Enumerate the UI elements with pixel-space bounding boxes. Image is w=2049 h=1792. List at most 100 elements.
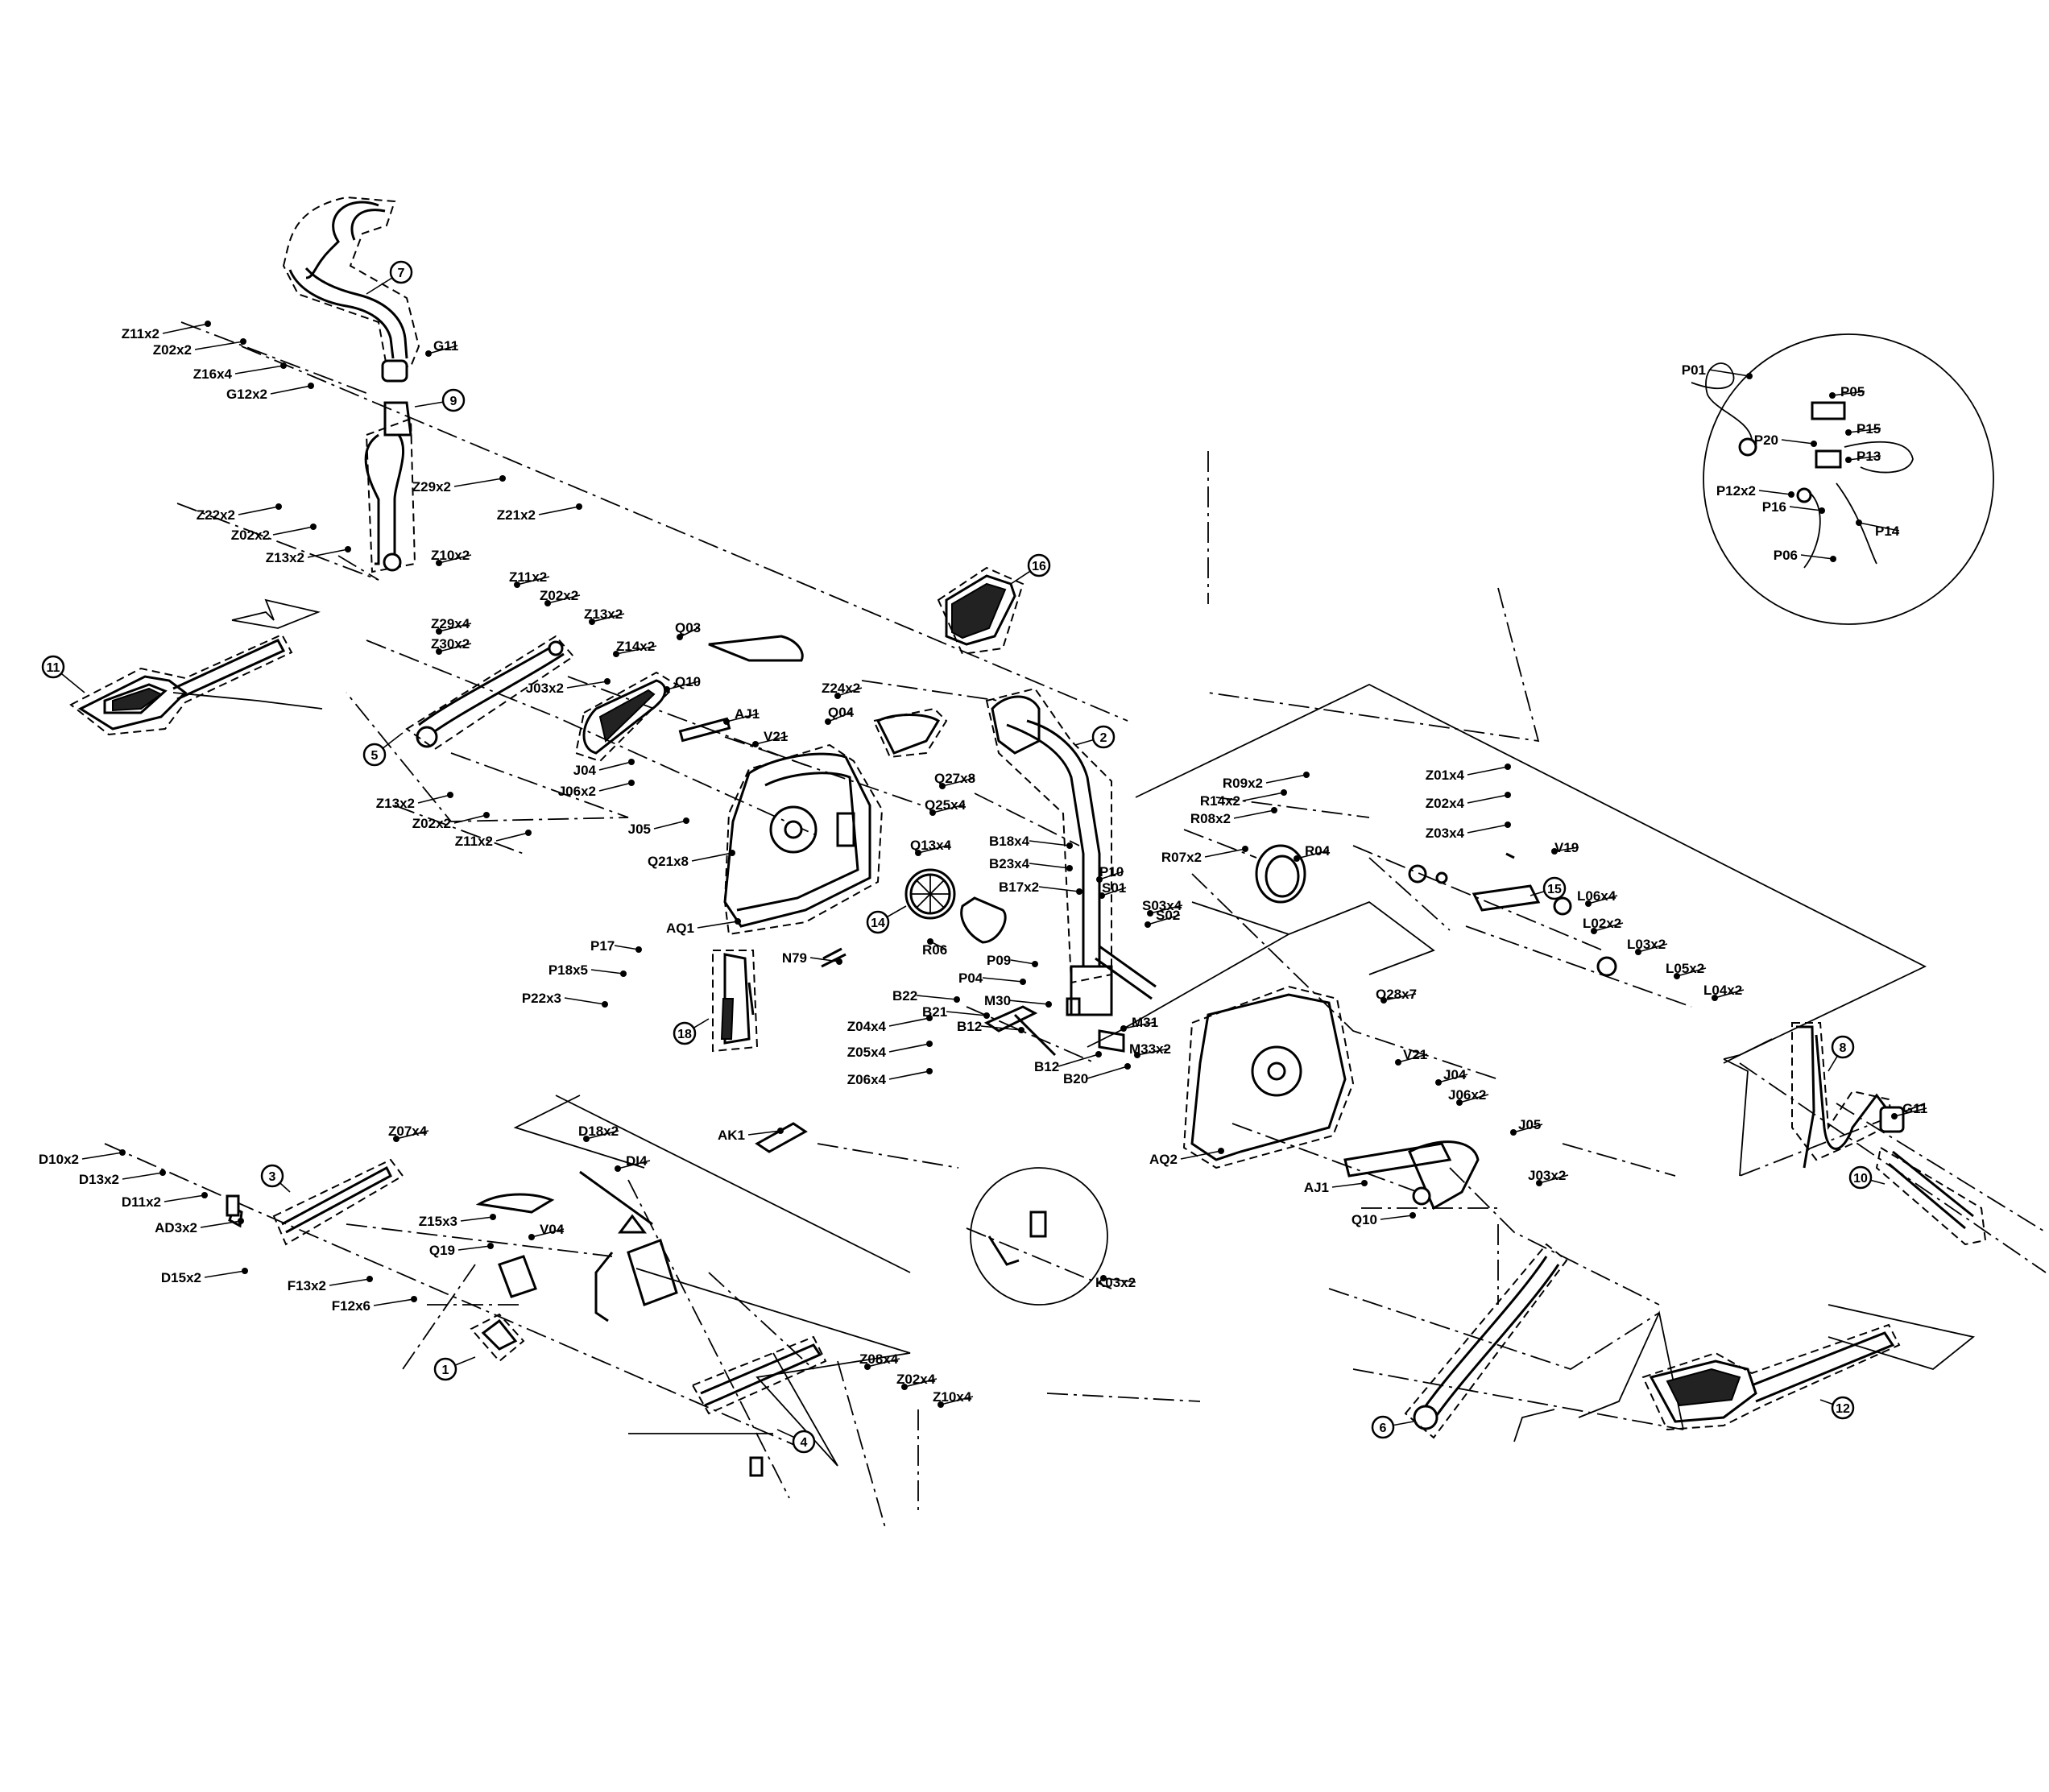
part-code: M31: [1132, 1015, 1158, 1030]
part-label: J04: [573, 759, 635, 778]
part-code: P04: [958, 970, 983, 986]
fastener-dot: [735, 918, 741, 925]
fastener-dot: [983, 1012, 990, 1019]
part-code: S01: [1102, 880, 1126, 896]
leader-line: [1029, 863, 1070, 869]
part-label: P22x3: [522, 991, 608, 1008]
part-label: Z01x4: [1426, 764, 1511, 783]
part-label: Z13x2: [584, 606, 625, 625]
leader-line: [453, 814, 487, 824]
part-label: Z16x4: [193, 362, 287, 382]
part-label: Z02x2: [540, 588, 581, 606]
callout-1: 1: [433, 1356, 476, 1381]
part-code: Z10x4: [933, 1389, 972, 1405]
part-label: Z03x4: [1426, 822, 1511, 841]
leader-line: [1467, 766, 1509, 776]
part-label: Z02x2: [231, 524, 317, 543]
callout-number: 5: [371, 749, 379, 763]
part-label: N79: [782, 950, 842, 966]
part-label: AQ1: [666, 918, 741, 936]
part-code: Z02x4: [1426, 796, 1465, 811]
part-code: S03x4: [1142, 898, 1182, 913]
part-label: P01: [1682, 362, 1753, 379]
fastener-dot: [411, 1296, 417, 1302]
leader-line: [942, 777, 975, 787]
callout-number: 15: [1547, 883, 1562, 896]
fastener-dot: [1845, 457, 1852, 463]
leader-line: [1467, 824, 1509, 834]
part-code: Z29x2: [412, 479, 451, 495]
shafts-and-pins: [579, 947, 1125, 1234]
leader-line: [697, 921, 739, 929]
leader-line: [272, 526, 314, 536]
part-label: J06x2: [558, 780, 635, 799]
callout-circle: [260, 1164, 284, 1188]
part-label: F12x6: [332, 1296, 417, 1314]
fastener-dot: [1134, 1052, 1140, 1058]
part-code: P18x5: [548, 962, 588, 978]
fastener-dot: [1018, 1027, 1024, 1033]
leader-line: [395, 1130, 429, 1140]
fastener-dot: [483, 812, 490, 818]
leader-line: [837, 687, 863, 697]
fastener-dot: [275, 503, 282, 510]
part-label: Z02x2: [412, 812, 490, 831]
part-code: Z15x3: [419, 1214, 457, 1229]
part-code: Z05x4: [847, 1045, 887, 1060]
leader-line: [547, 594, 581, 604]
part-label: Q04: [825, 705, 855, 725]
leader-line: [373, 1298, 415, 1306]
part-code: D11x2: [122, 1194, 161, 1210]
fastener-dot: [929, 809, 936, 816]
part-code: K03x2: [1095, 1275, 1136, 1290]
leader-line: [1676, 967, 1707, 977]
fastener-dot: [620, 970, 627, 977]
leader-line: [538, 506, 580, 515]
part-label: J03x2: [526, 678, 611, 696]
fastener-dot: [310, 524, 317, 530]
leader-line: [598, 782, 632, 792]
part-label: S02: [1145, 908, 1180, 928]
part-label: B12: [1034, 1051, 1102, 1074]
part-label: J05: [1510, 1117, 1543, 1136]
leader-line: [755, 735, 789, 745]
part-code: J04: [573, 763, 597, 778]
fastener-dot: [159, 1169, 166, 1176]
part-code: J03x2: [526, 681, 564, 696]
leader-line: [827, 711, 853, 722]
fastener-dot: [1746, 373, 1753, 379]
part-label: P06: [1774, 548, 1836, 563]
leader-line: [1101, 887, 1127, 896]
leader-line: [666, 681, 700, 690]
callout-8: 8: [1828, 1035, 1855, 1072]
part-code: P15: [1857, 421, 1881, 437]
part-label: P16: [1762, 499, 1825, 515]
part-label: P04: [958, 970, 1026, 986]
part-code: DI4: [626, 1153, 648, 1169]
part-code: F13x2: [288, 1278, 326, 1293]
part-code: AJ1: [1304, 1180, 1329, 1195]
part-label: P09: [987, 953, 1038, 968]
part-label: J06x2: [1448, 1087, 1489, 1106]
callout-number: 18: [677, 1028, 692, 1041]
leader-line: [1800, 554, 1834, 560]
part-label: S03x4: [1142, 898, 1183, 917]
leader-line: [495, 832, 529, 842]
part-label: G11: [1891, 1101, 1927, 1119]
part-code: Z11x2: [122, 326, 159, 341]
leader-line: [1331, 1182, 1365, 1188]
right-shroud: [1182, 985, 1355, 1169]
part-label: Z02x2: [153, 338, 246, 358]
fastener-dot: [834, 693, 841, 699]
part-code: AQ2: [1149, 1152, 1178, 1167]
part-label: R07x2: [1161, 846, 1248, 865]
part-label: Q27x8: [934, 771, 975, 789]
foot-detail-inset: [970, 1167, 1108, 1306]
leader-line: [162, 323, 209, 334]
part-code: Z13x2: [584, 606, 623, 622]
part-code: B18x4: [989, 834, 1030, 849]
fastener-dot: [1891, 1113, 1898, 1119]
part-label: Z21x2: [497, 503, 582, 523]
